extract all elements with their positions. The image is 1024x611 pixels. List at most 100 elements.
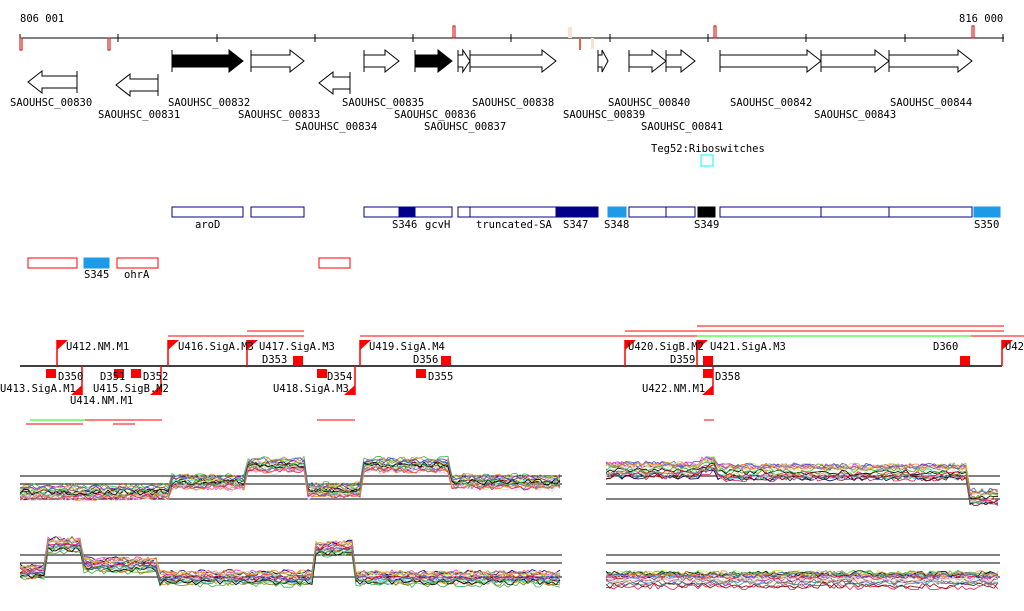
marker [713, 25, 717, 39]
annotation-label: S345 [84, 269, 109, 281]
expression-series [605, 572, 999, 580]
gene-arrow[interactable] [457, 48, 471, 74]
annotation-box[interactable] [27, 257, 78, 269]
marker [107, 37, 111, 51]
expression-series [605, 461, 999, 499]
promoter-flag[interactable] [57, 340, 68, 350]
gene-arrow[interactable] [363, 48, 400, 74]
transcript-label: U42 [1005, 341, 1024, 353]
annotation-box[interactable] [363, 206, 400, 218]
gene-arrow[interactable] [628, 48, 667, 74]
annotation-box[interactable] [665, 206, 696, 218]
promoter-flag[interactable] [697, 340, 708, 350]
annotation-box[interactable] [973, 206, 1001, 218]
annotation-label: gcvH [425, 219, 450, 231]
expression-series [605, 466, 999, 505]
expression-series [19, 536, 561, 577]
gene-arrow[interactable] [469, 48, 557, 74]
annotation-box[interactable] [250, 206, 305, 218]
expression-series [605, 577, 999, 584]
promoter-flag[interactable] [71, 385, 82, 395]
expression-series [605, 456, 999, 495]
promoter-flag[interactable] [168, 340, 179, 350]
gene-arrow[interactable] [115, 72, 159, 98]
annotation-box[interactable] [398, 206, 416, 218]
terminator-box[interactable] [46, 369, 56, 378]
gene-label: SAOUHSC_00840 [608, 97, 690, 109]
annotation-box[interactable] [171, 206, 244, 218]
annotation-box[interactable] [607, 206, 627, 218]
expression-series [605, 583, 999, 591]
gene-arrow[interactable] [597, 49, 609, 73]
terminator-box[interactable] [131, 369, 141, 378]
annotation-box[interactable] [457, 206, 471, 218]
gene-label: SAOUHSC_00844 [890, 97, 972, 109]
promoter-flag[interactable] [344, 385, 355, 395]
expression-series [19, 544, 561, 585]
transcript-label: D352 [143, 371, 168, 383]
annotation-box[interactable] [83, 257, 110, 269]
transcript-label: D358 [715, 371, 740, 383]
expression-series [19, 461, 561, 496]
gene-arrow[interactable] [888, 48, 973, 74]
terminator-box[interactable] [114, 369, 124, 378]
gene-arrow[interactable] [665, 48, 696, 74]
expression-series [19, 461, 561, 496]
gene-arrow[interactable] [820, 48, 890, 74]
annotation-label: S346 [392, 219, 417, 231]
annotation-box[interactable] [116, 257, 159, 269]
expression-series [605, 458, 999, 497]
annotation-box[interactable] [318, 257, 351, 269]
annotation-box[interactable] [820, 206, 890, 218]
annotation-box[interactable] [628, 206, 667, 218]
gene-arrow[interactable] [318, 70, 351, 96]
promoter-flag[interactable] [247, 340, 258, 350]
terminator-box[interactable] [293, 356, 303, 365]
expression-series [605, 569, 999, 577]
expression-series [605, 460, 999, 499]
gene-label: SAOUHSC_00841 [641, 121, 723, 133]
gene-label: SAOUHSC_00832 [168, 97, 250, 109]
promoter-flag[interactable] [1002, 340, 1013, 350]
gene-arrow[interactable] [171, 48, 244, 74]
terminator-box[interactable] [703, 356, 713, 365]
promoter-flag[interactable] [625, 340, 636, 350]
expression-series [19, 542, 561, 582]
transcript-label: U412.NM.M1 [66, 341, 129, 353]
gene-arrow[interactable] [414, 48, 453, 74]
gene-arrow[interactable] [719, 48, 822, 74]
annotation-box[interactable] [719, 206, 822, 218]
annotation-box[interactable] [414, 206, 453, 218]
expression-series [19, 536, 561, 577]
expression-series [19, 467, 561, 502]
annotation-box[interactable] [888, 206, 973, 218]
gene-label: SAOUHSC_00834 [295, 121, 377, 133]
annotation-box[interactable] [555, 206, 599, 218]
terminator-box[interactable] [317, 369, 327, 378]
transcript-label: D359 [670, 354, 695, 366]
ruler-end-label: 816 000 [959, 13, 1003, 25]
gene-arrow[interactable] [250, 48, 305, 74]
promoter-flag[interactable] [360, 340, 371, 350]
annotation-box[interactable] [697, 206, 716, 218]
expression-series [605, 576, 999, 584]
expression-series [19, 458, 561, 493]
terminator-box[interactable] [416, 369, 426, 378]
annotation-box[interactable] [469, 206, 557, 218]
riboswitch-box[interactable] [700, 154, 714, 167]
transcript-label: U422.NM.M1 [642, 383, 705, 395]
annotation-label: S348 [604, 219, 629, 231]
gene-arrow[interactable] [27, 69, 78, 95]
transcript-label: U413.SigA.M1 [0, 383, 76, 395]
expression-series [19, 455, 561, 490]
expression-series [19, 546, 561, 586]
marker [971, 25, 975, 39]
promoter-flag[interactable] [702, 385, 713, 395]
gene-track: SAOUHSC_00830SAOUHSC_00831SAOUHSC_00832S… [10, 48, 973, 133]
terminator-box[interactable] [441, 356, 451, 365]
promoter-flag[interactable] [150, 385, 161, 395]
terminator-box[interactable] [960, 356, 970, 365]
terminator-box[interactable] [703, 369, 713, 378]
gene-label: SAOUHSC_00831 [98, 109, 180, 121]
